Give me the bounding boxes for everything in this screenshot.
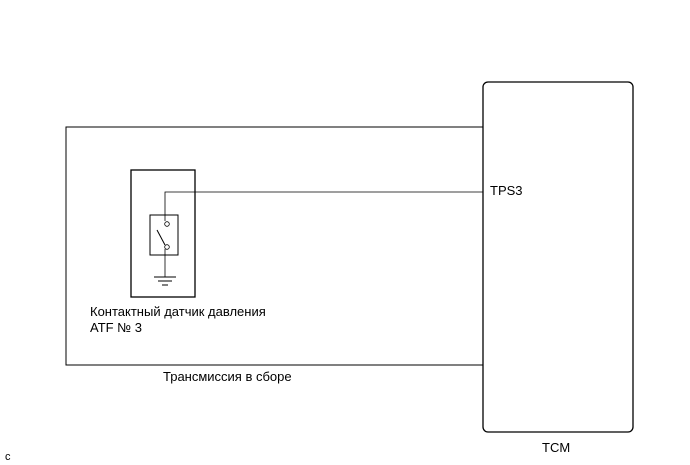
ecu-label-tcm: TCM	[542, 440, 571, 455]
ground-symbol	[154, 255, 176, 286]
sensor-label-line2: ATF № 3	[90, 320, 142, 335]
corner-mark: c	[5, 451, 11, 463]
assembly-label: Трансмиссия в сборе	[163, 369, 292, 384]
switch-symbol	[149, 214, 179, 256]
sensor-label-line1: Контактный датчик давления	[90, 304, 266, 319]
pin-label-tps3: TPS3	[490, 183, 523, 198]
transmission-assembly-outline	[65, 126, 483, 366]
tcm-box	[482, 81, 634, 433]
tps3-signal-wire	[164, 191, 483, 215]
